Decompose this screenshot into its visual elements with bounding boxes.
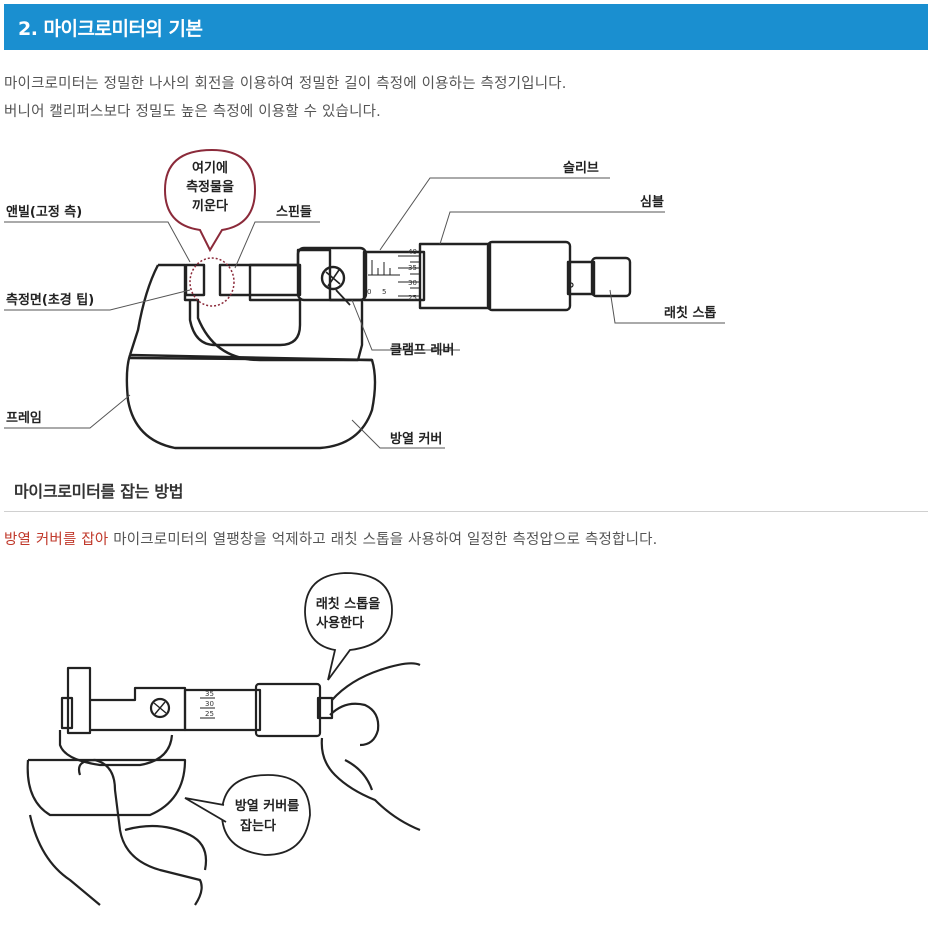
insert-here-bubble: 여기에 측정물을 끼운다 [163, 148, 257, 307]
label-heat-cover: 방열 커버 [390, 431, 442, 447]
sleeve-tick-0: 0 [367, 288, 371, 296]
section-header: 2. 마이크로미터의 기본 [4, 4, 928, 50]
thimble-tick-35: 35 [408, 264, 417, 272]
section-title: 2. 마이크로미터의 기본 [18, 18, 203, 40]
bubble-line-1: 여기에 [192, 160, 228, 176]
ratchet-bubble-line-1: 래칫 스톱을 [316, 596, 380, 612]
label-thimble: 심블 [640, 194, 664, 210]
ratchet-bubble: 래칫 스톱을 사용한다 [304, 572, 393, 681]
intro-line-2: 버니어 캘리퍼스보다 정밀도 높은 측정에 이용할 수 있습니다. [4, 104, 381, 120]
grip-tick-30: 30 [205, 700, 214, 708]
label-frame: 프레임 [6, 411, 42, 426]
heat-cover [125, 353, 377, 450]
cover-bubble-line-2: 잡는다 [240, 818, 276, 834]
label-anvil: 앤빌(고정 측) [6, 204, 82, 220]
sleeve-tick-5: 5 [382, 288, 386, 296]
label-sleeve: 슬리브 [563, 160, 599, 176]
frame-outline [158, 248, 364, 362]
label-spindle: 스핀들 [276, 204, 312, 220]
grip-heading: 마이크로미터를 잡는 방법 [14, 482, 184, 501]
cover-bubble-line-1: 방열 커버를 [235, 798, 299, 814]
thimble-tick-25: 25 [408, 294, 417, 302]
grip-tick-35: 35 [205, 690, 214, 698]
grip-highlight: 방열 커버를 잡아 [4, 532, 109, 548]
bubble-line-3: 끼운다 [192, 198, 228, 214]
divider [4, 511, 928, 512]
grip-rest: 마이크로미터의 열팽창을 억제하고 래칫 스톱을 사용하여 일정한 측정압으로 … [108, 532, 658, 548]
cover-bubble: 방열 커버를 잡는다 [184, 774, 311, 856]
grip-illustration: 35 30 25 래칫 스톱을 사용한다 방열 커버를 잡는다 [26, 572, 421, 906]
grip-tick-25: 25 [205, 710, 214, 718]
thimble-tick-40: 40 [408, 248, 417, 256]
ratchet-bubble-line-2: 사용한다 [316, 615, 364, 631]
micrometer-parts-diagram: 40 35 30 25 0 5 여기에 측정물을 끼운다 앤빌(고정 측) 측정… [4, 148, 725, 450]
thimble-tick-30: 30 [408, 279, 417, 287]
label-clamp-lever: 클램프 레버 [390, 342, 454, 358]
bubble-line-2: 측정물을 [186, 179, 234, 195]
intro-line-1: 마이크로미터는 정밀한 나사의 회전을 이용하여 정밀한 길이 측정에 이용하는… [4, 76, 567, 92]
grip-paragraph: 방열 커버를 잡아 마이크로미터의 열팽창을 억제하고 래칫 스톱을 사용하여 … [4, 528, 657, 549]
label-measuring-face: 측정면(초경 팁) [6, 292, 94, 308]
label-ratchet-stop: 래칫 스톱 [664, 305, 716, 321]
